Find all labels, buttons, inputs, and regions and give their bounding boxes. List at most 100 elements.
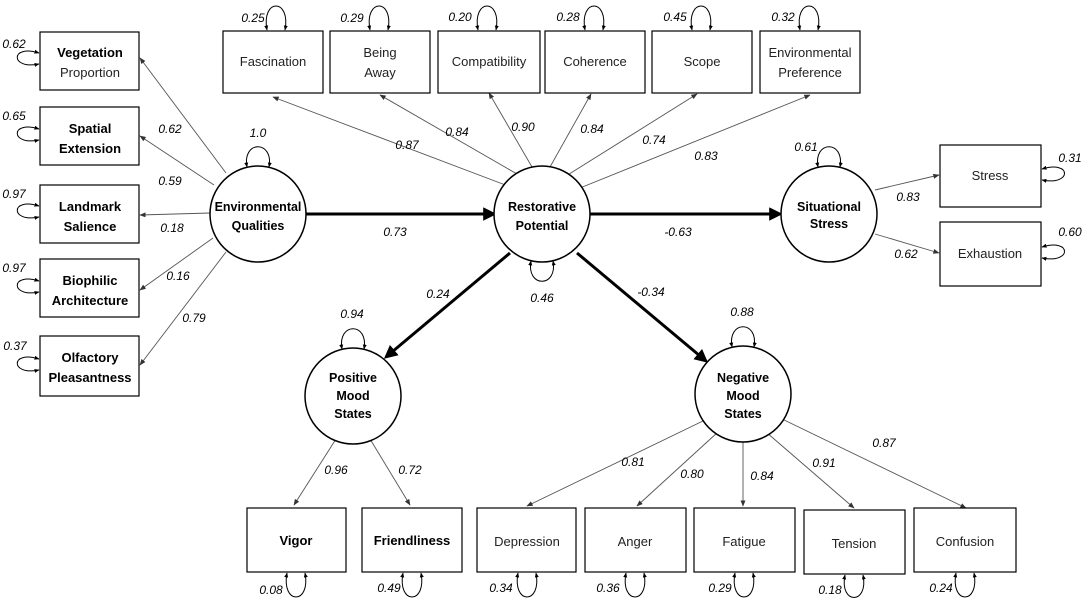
indicator-scope: Scope xyxy=(651,30,753,94)
error-loop-fatigue xyxy=(732,572,756,598)
variance-label-sit: 0.61 xyxy=(794,140,817,154)
latent-environmental-qualities: Environmental Qualities xyxy=(209,165,307,263)
error-label-exhaustion: 0.60 xyxy=(1058,225,1082,239)
error-label-being-away: 0.29 xyxy=(340,11,364,25)
error-loop-olfactory xyxy=(16,355,40,373)
error-label-friendliness: 0.49 xyxy=(377,581,401,595)
error-loop-vegetation xyxy=(16,49,40,67)
svg-text:Potential: Potential xyxy=(516,219,569,233)
error-label-biophilic: 0.97 xyxy=(2,261,27,275)
svg-text:Negative: Negative xyxy=(717,371,769,385)
svg-text:Environmental: Environmental xyxy=(768,45,851,60)
path-label-rest-to-pos: 0.24 xyxy=(426,287,450,301)
indicator-anger: Anger xyxy=(584,507,687,573)
loading-label-confusion: 0.87 xyxy=(872,436,897,450)
indicator-vigor: Vigor xyxy=(246,507,347,573)
error-loop-scope xyxy=(689,5,713,31)
loading-arrow-landmark xyxy=(139,212,211,218)
svg-text:Spatial: Spatial xyxy=(69,121,112,136)
svg-text:Anger: Anger xyxy=(618,534,653,549)
error-label-coherence: 0.28 xyxy=(556,10,580,24)
loading-arrow-fascination xyxy=(272,96,509,187)
error-label-olfactory: 0.37 xyxy=(3,339,28,353)
loading-arrow-compatibility xyxy=(488,92,533,168)
svg-text:Preference: Preference xyxy=(778,65,842,80)
indicator-depression: Depression xyxy=(476,507,577,573)
error-label-fascination: 0.25 xyxy=(241,11,265,25)
svg-text:Situational: Situational xyxy=(797,200,861,214)
svg-text:Mood: Mood xyxy=(336,389,369,403)
svg-text:Stress: Stress xyxy=(810,217,848,231)
svg-text:Stress: Stress xyxy=(972,168,1009,183)
svg-text:Qualities: Qualities xyxy=(232,219,285,233)
indicator-fascination: Fascination xyxy=(222,30,324,94)
loading-arrow-biophilic xyxy=(139,237,214,291)
loading-arrow-vegetation xyxy=(139,57,227,174)
error-label-vegetation: 0.62 xyxy=(2,37,26,51)
loading-label-biophilic: 0.16 xyxy=(166,269,190,283)
error-loop-fascination xyxy=(264,5,288,31)
loading-label-being-away: 0.84 xyxy=(445,125,469,139)
loading-arrow-spatial xyxy=(139,135,215,186)
loading-arrow-exhaustion xyxy=(874,233,940,254)
indicator-env-pref: Environmental Preference xyxy=(759,30,861,94)
error-label-scope: 0.45 xyxy=(663,10,687,24)
variance-label-neg: 0.88 xyxy=(730,305,754,319)
loading-label-landmark: 0.18 xyxy=(160,221,184,235)
variance-label-rest: 0.46 xyxy=(530,291,554,305)
error-label-confusion: 0.24 xyxy=(929,581,953,595)
variance-loop-env xyxy=(244,146,272,168)
error-label-fatigue: 0.29 xyxy=(708,581,732,595)
svg-text:Restorative: Restorative xyxy=(508,200,576,214)
path-label-env-to-rest: 0.73 xyxy=(383,225,407,239)
indicator-being-away: Being Away xyxy=(329,30,431,94)
error-loop-exhaustion xyxy=(1041,243,1065,261)
loading-arrow-depression xyxy=(526,419,706,507)
svg-text:Proportion: Proportion xyxy=(60,65,120,80)
error-loop-spatial xyxy=(16,125,40,143)
error-label-spatial: 0.65 xyxy=(2,109,26,123)
svg-text:Vigor: Vigor xyxy=(280,533,313,548)
svg-text:Pleasantness: Pleasantness xyxy=(48,370,131,385)
svg-text:Confusion: Confusion xyxy=(936,534,995,549)
svg-text:Tension: Tension xyxy=(832,536,877,551)
loading-arrow-olfactory xyxy=(139,251,227,366)
svg-text:Biophilic: Biophilic xyxy=(63,273,118,288)
error-label-anger: 0.36 xyxy=(596,581,620,595)
loading-arrow-confusion xyxy=(779,417,967,509)
loading-label-anger: 0.80 xyxy=(680,467,704,481)
svg-text:Extension: Extension xyxy=(59,141,121,156)
variance-label-pos: 0.94 xyxy=(340,307,364,321)
loading-label-fatigue: 0.84 xyxy=(750,469,774,483)
loading-label-scope: 0.74 xyxy=(642,133,666,147)
error-loop-tension xyxy=(842,574,866,598)
error-loop-compatibility xyxy=(475,5,499,31)
variance-loop-rest xyxy=(528,260,556,282)
svg-text:Away: Away xyxy=(364,65,396,80)
loading-label-stress: 0.83 xyxy=(896,190,920,204)
error-label-depression: 0.34 xyxy=(489,581,513,595)
error-label-tension: 0.18 xyxy=(818,583,842,597)
loading-label-olfactory: 0.79 xyxy=(182,311,206,325)
loading-label-tension: 0.91 xyxy=(812,456,835,470)
indicator-tension: Tension xyxy=(803,509,906,575)
svg-text:Fascination: Fascination xyxy=(240,54,306,69)
svg-text:Compatibility: Compatibility xyxy=(452,54,527,69)
path-label-rest-to-sit: -0.63 xyxy=(664,225,692,239)
svg-text:Fatigue: Fatigue xyxy=(722,534,765,549)
variance-loop-sit xyxy=(815,146,843,168)
indicator-vegetation: Vegetation Proportion xyxy=(39,31,140,91)
error-loop-landmark xyxy=(16,202,40,220)
svg-text:Olfactory: Olfactory xyxy=(61,350,119,365)
indicator-fatigue: Fatigue xyxy=(693,507,796,573)
svg-text:Scope: Scope xyxy=(684,54,721,69)
path-label-rest-to-neg: -0.34 xyxy=(637,285,665,299)
error-label-compatibility: 0.20 xyxy=(448,10,472,24)
indicator-compatibility: Compatibility xyxy=(437,30,541,94)
svg-text:Salience: Salience xyxy=(64,219,117,234)
svg-text:States: States xyxy=(334,407,372,421)
svg-text:Architecture: Architecture xyxy=(52,293,129,308)
loading-arrow-scope xyxy=(565,93,698,177)
svg-text:Coherence: Coherence xyxy=(563,54,627,69)
loading-label-vegetation: 0.62 xyxy=(158,122,182,136)
